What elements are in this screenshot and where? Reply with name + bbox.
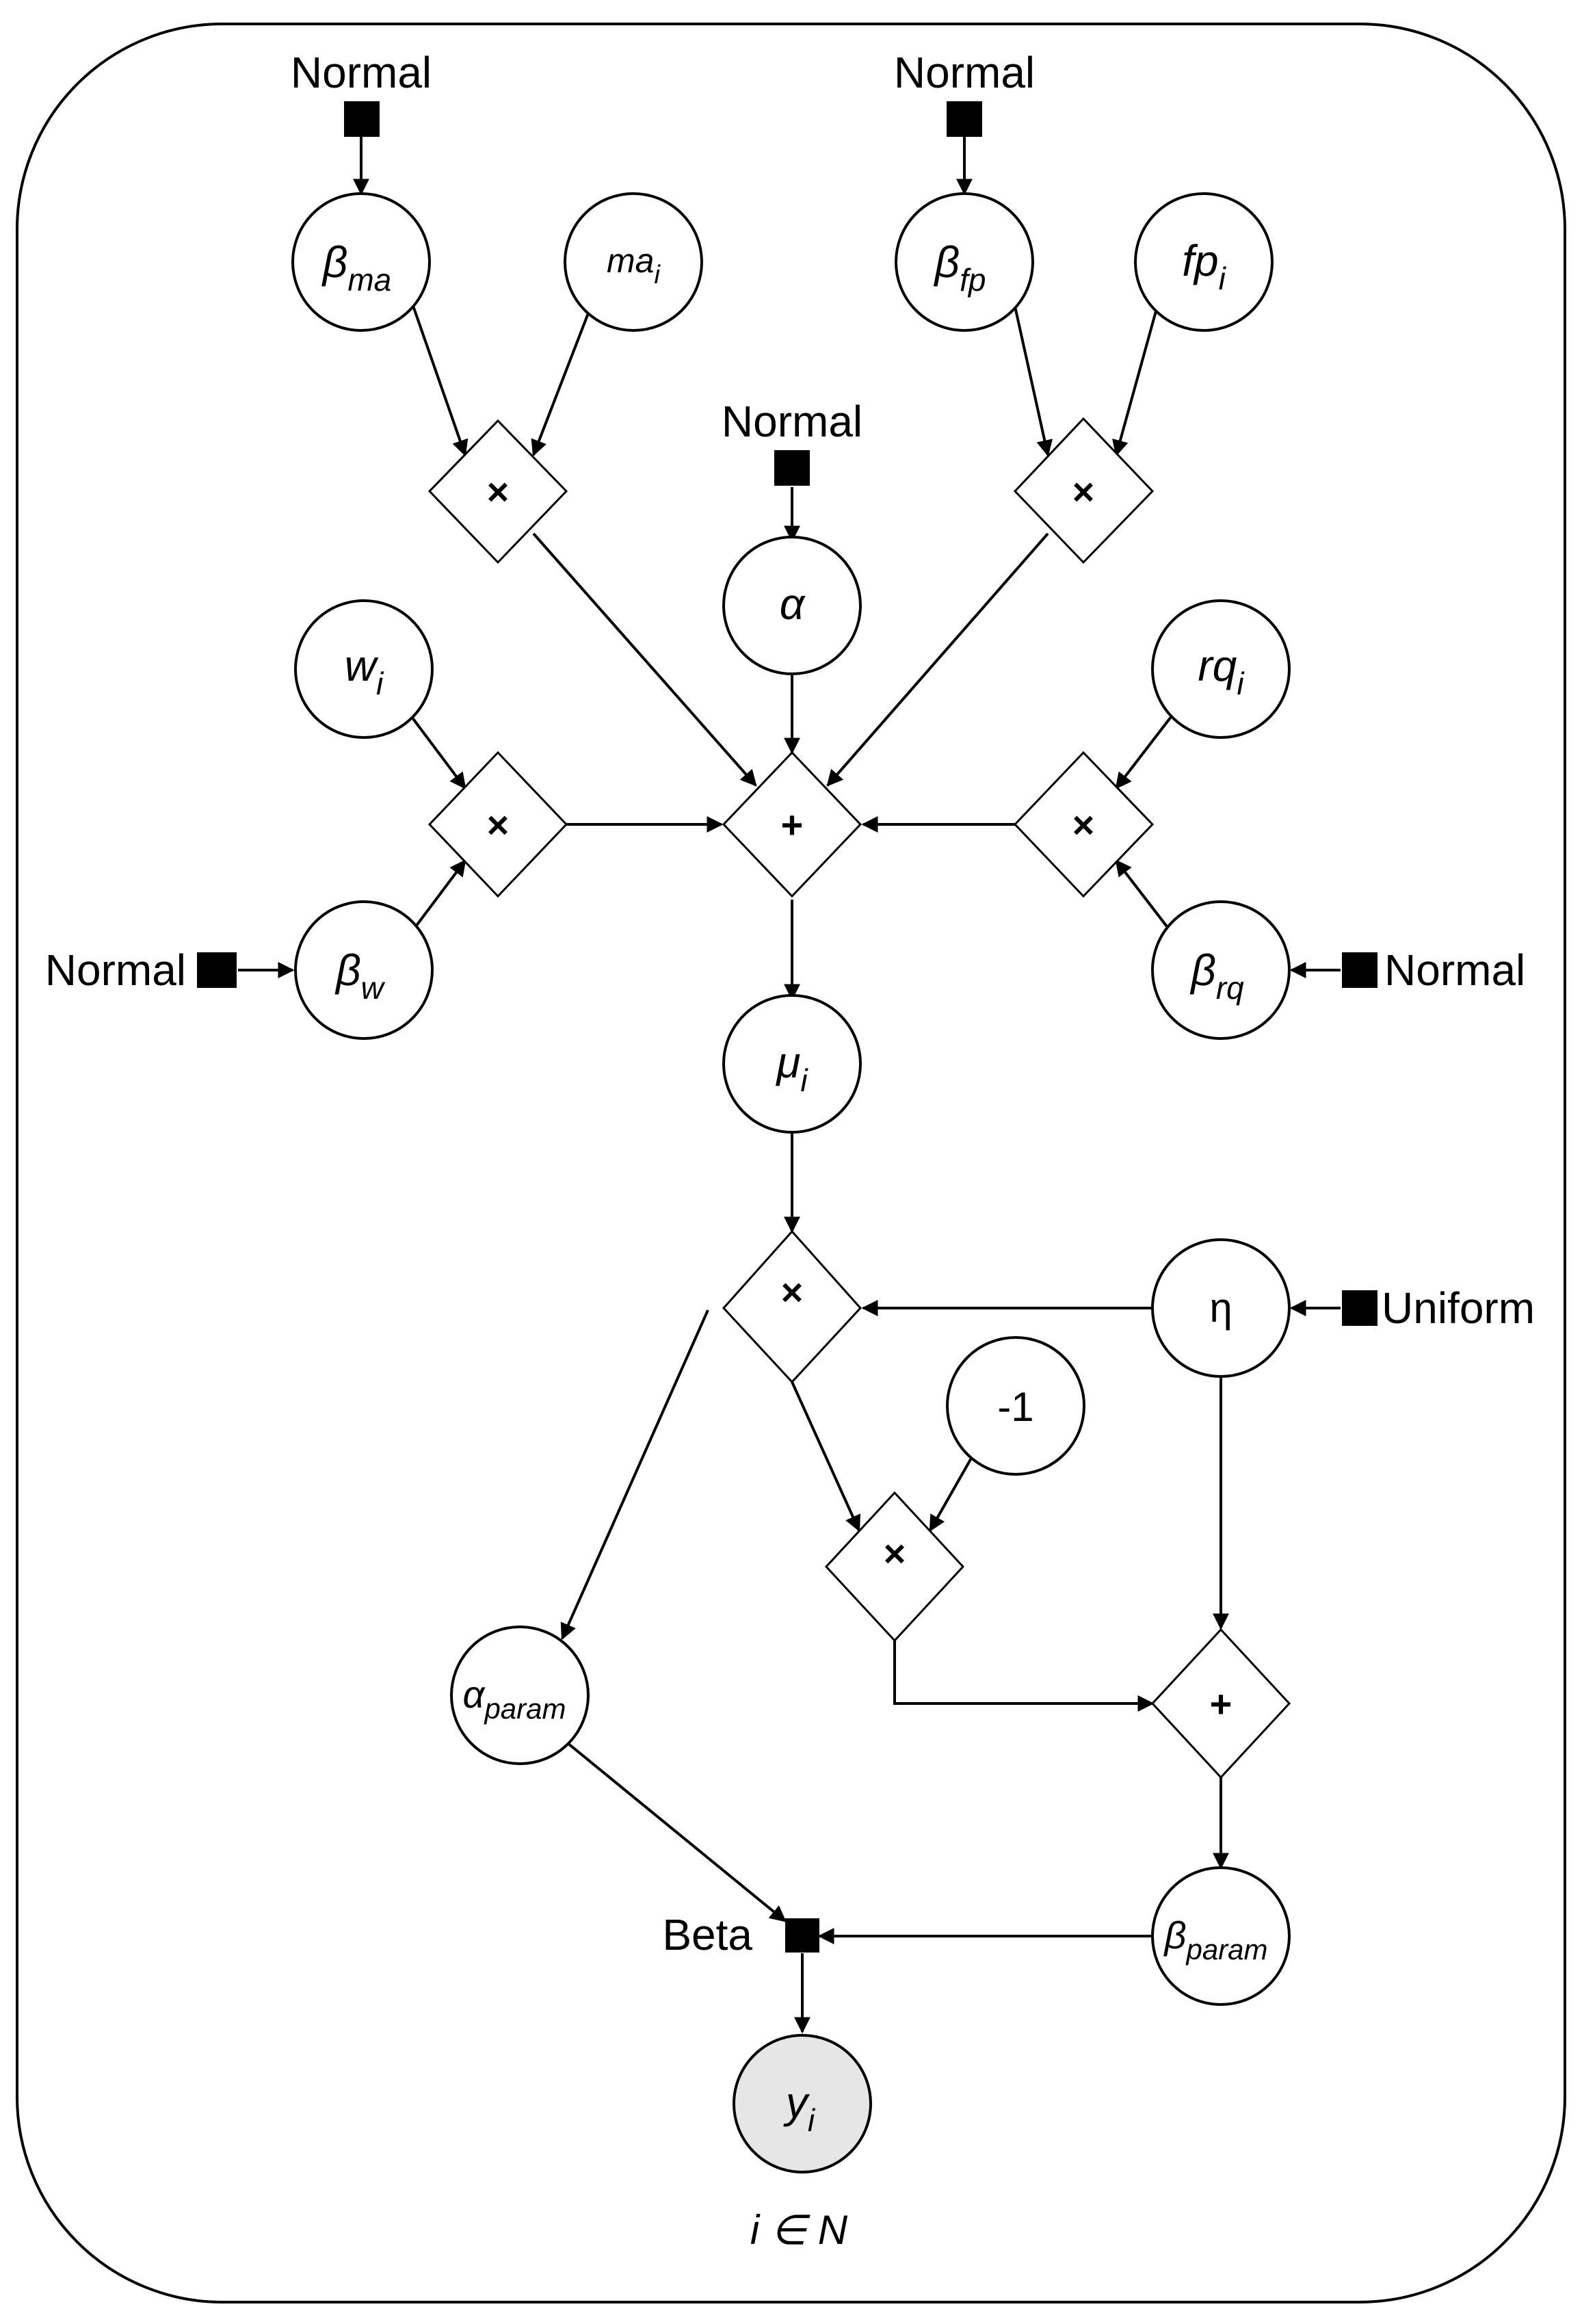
node-beta-ma [291, 192, 431, 332]
op-multiply-ma [427, 419, 568, 564]
node-neg-one-label: -1 [997, 1384, 1033, 1430]
node-beta-ma-label: βma [321, 237, 391, 298]
op-multiply-w-symbol: × [487, 803, 510, 846]
dist-label-normal-alpha: Normal [722, 397, 862, 446]
node-eta [1151, 1238, 1291, 1378]
node-beta-param [1151, 1866, 1291, 2006]
node-neg-one [946, 1336, 1085, 1476]
edge-neg-one-to-neg-mult [929, 1455, 974, 1532]
factor-uniform-eta [1342, 1290, 1377, 1326]
factor-normal-beta-fp [947, 101, 982, 137]
dist-label-normal-beta-w: Normal [45, 945, 186, 995]
op-multiply-fp [1013, 417, 1155, 564]
node-fp-i [1134, 192, 1274, 332]
edge-ma-i-to-mult [531, 313, 590, 457]
node-alpha [722, 536, 862, 675]
node-beta-rq-label: βrq [1189, 945, 1244, 1006]
op-multiply-neg [824, 1491, 965, 1643]
node-beta-rq [1151, 900, 1291, 1040]
node-beta-fp [895, 192, 1034, 332]
dist-label-beta-y: Beta [662, 1910, 752, 1959]
operators: × × × + × × × + [427, 417, 1291, 1779]
dist-label-normal-beta-fp: Normal [894, 48, 1035, 97]
node-beta-w-label: βw [334, 945, 386, 1006]
node-beta-w [294, 900, 434, 1040]
edge-beta-rq-to-mult [1115, 859, 1172, 933]
node-rq-i [1151, 599, 1291, 739]
node-mu-i [722, 994, 862, 1134]
node-mu-i-label: μi [775, 1038, 808, 1098]
edge-beta-ma-to-mult [408, 293, 469, 457]
op-add-mu [722, 750, 862, 898]
op-multiply-rq [1013, 750, 1155, 898]
factor-normal-alpha [774, 450, 810, 486]
node-alpha-label: α [780, 579, 806, 629]
factor-normal-beta-ma [344, 101, 380, 137]
factor-normal-beta-rq [1342, 952, 1377, 988]
dist-label-normal-beta-rq: Normal [1384, 945, 1525, 995]
edge-beta-fp-to-mult [1011, 293, 1053, 457]
node-y-i-label: yi [783, 2078, 816, 2138]
edge-mult-to-alpha-param [560, 1309, 709, 1641]
op-add-beta-symbol: + [1210, 1682, 1232, 1725]
op-multiply-eta [722, 1229, 862, 1384]
dist-label-uniform-eta: Uniform [1382, 1283, 1535, 1333]
plate [16, 23, 1566, 2303]
factors: Normal Normal Normal Normal Normal Unifo… [45, 48, 1535, 1959]
node-ma-i [564, 192, 703, 332]
dist-label-normal-beta-ma: Normal [291, 48, 432, 97]
node-w-i-label: wi [345, 641, 384, 701]
factor-beta-y [785, 1918, 819, 1953]
op-multiply-fp-symbol: × [1072, 470, 1095, 513]
edge-rq-i-to-mult [1115, 716, 1172, 789]
plate-label: i ∈ N [750, 2207, 848, 2253]
node-rq-i-label: rqi [1198, 641, 1245, 701]
nodes: βma mai βfp fpi α wi rqi βw βrq μi η [291, 192, 1291, 2173]
edge-beta-w-to-mult [410, 859, 466, 933]
edge-mult-to-neg-mult [791, 1381, 861, 1532]
node-alpha-param-label: αparam [463, 1673, 566, 1725]
node-eta-label: η [1209, 1285, 1232, 1331]
edge-mult-ma-to-add [532, 532, 757, 787]
factor-normal-beta-w [197, 952, 237, 988]
op-add-beta [1150, 1628, 1291, 1779]
node-beta-fp-label: βfp [934, 237, 986, 298]
node-fp-i-label: fpi [1182, 236, 1226, 296]
op-multiply-neg-symbol: × [884, 1532, 906, 1575]
edge-w-i-to-mult [410, 716, 466, 789]
op-multiply-ma-symbol: × [487, 470, 510, 513]
op-add-mu-symbol: + [781, 803, 804, 846]
node-y-i [733, 2034, 872, 2173]
edge-mult-fp-to-add [826, 532, 1049, 787]
node-alpha-param [450, 1626, 590, 1765]
node-w-i [294, 599, 434, 739]
node-beta-param-label: βparam [1163, 1914, 1267, 1966]
node-ma-i-label: mai [607, 241, 661, 289]
op-multiply-rq-symbol: × [1072, 803, 1095, 846]
edge-alpha-param-to-beta [566, 1742, 787, 1922]
edges [238, 137, 1341, 2034]
op-multiply-eta-symbol: × [781, 1270, 804, 1314]
op-multiply-w [427, 750, 568, 898]
edge-fp-i-to-mult [1112, 311, 1157, 457]
edge-neg-mult-to-add [893, 1641, 1155, 1712]
